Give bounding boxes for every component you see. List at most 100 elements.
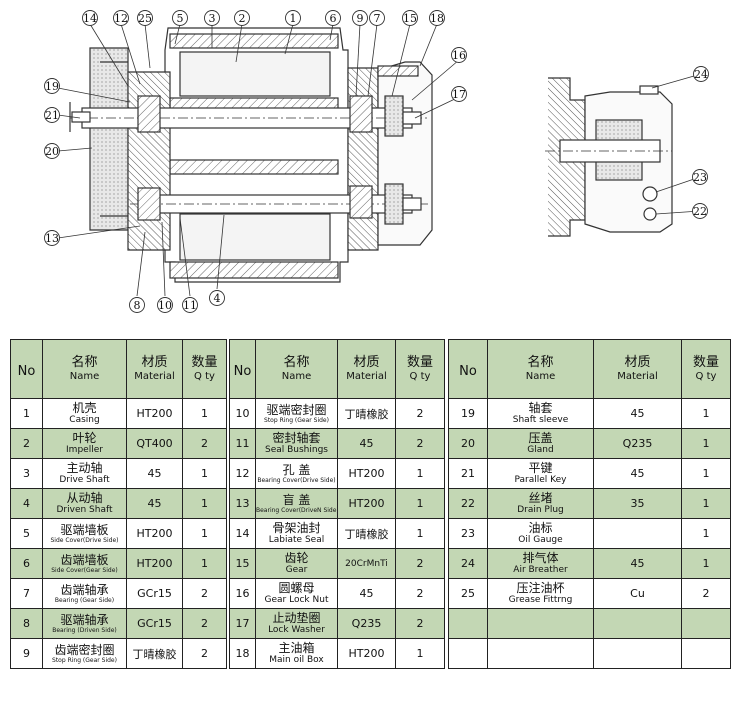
part-qty: 1 [182,548,227,579]
part-name-zh: 齿端密封圈 [54,642,115,657]
part-name-en: Stop Ring (Gear Side) [264,416,329,424]
part-qty: 1 [395,638,445,669]
header-qty-en: Q ty [695,371,717,382]
part-name-zh: 盲 盖 [282,492,311,507]
part-qty: 1 [182,398,227,429]
callout-23: 23 [692,169,708,185]
part-qty: 2 [395,428,445,459]
leader-lines [57,23,702,297]
part-name-zh: 轴套 [528,401,553,415]
callout-6: 6 [325,10,341,26]
part-material: Q235 [337,608,396,639]
header-no-label: No [459,363,477,379]
part-material: 45 [593,398,682,429]
part-material: GCr15 [126,578,183,609]
table-row [448,608,731,639]
part-no: 22 [448,488,488,519]
svg-text:7: 7 [374,12,381,25]
part-name-en: Bearing (Driven Side) [52,626,117,634]
part-qty: 2 [182,608,227,639]
svg-text:4: 4 [214,292,221,305]
callout-9: 9 [352,10,368,26]
part-no: 14 [229,518,256,549]
part-name-zh: 驱端轴承 [60,612,109,627]
part-no: 2 [10,428,43,459]
header-no: No [10,339,43,399]
part-name-en: Air Breather [513,565,568,575]
part-name-en: Gear [285,565,308,575]
header-material-en: Material [346,371,387,382]
callout-14: 14 [82,10,98,26]
callout-19: 19 [44,78,60,94]
header-name-en: Name [525,371,556,382]
part-qty: 1 [395,458,445,489]
part-no [448,608,488,639]
part-name-zh: 排气体 [522,551,559,565]
part-name-zh: 机壳 [72,401,97,415]
callout-4: 4 [209,290,225,306]
part-name-en: Seal Bushings [264,445,328,455]
part-qty: 1 [681,518,731,549]
part-name-en: Bearing (Gear Side) [54,596,115,604]
part-material: Q235 [593,428,682,459]
part-no: 10 [229,398,256,429]
part-name-zh: 驱端密封圈 [266,402,327,417]
part-qty: 2 [182,578,227,609]
svg-text:21: 21 [45,109,59,122]
part-name-zh: 从动轴 [66,491,103,505]
part-material: 丁晴橡胶 [126,638,183,669]
callout-24: 24 [693,66,709,82]
header-name-zh: 名称 [283,355,310,370]
part-material: HT200 [126,518,183,549]
part-qty: 1 [681,428,731,459]
part-qty [681,608,731,639]
part-material: HT200 [337,638,396,669]
header-material-zh: 材质 [353,355,380,370]
part-no: 11 [229,428,256,459]
part-material: 45 [126,458,183,489]
part-name-en: Gland [527,445,554,455]
part-name-en: Drive Shaft [59,475,110,485]
header-qty-en: Q ty [194,371,215,382]
part-name-en: Main oil Box [269,655,324,665]
part-no: 1 [10,398,43,429]
part-no: 3 [10,458,43,489]
svg-text:24: 24 [694,68,708,81]
oil-box-detail-view [545,77,673,237]
part-material: 丁晴橡胶 [337,398,396,429]
part-material: 45 [126,488,183,519]
part-no: 19 [448,398,488,429]
part-name-en: Drain Plug [517,505,564,515]
part-no: 24 [448,548,488,579]
header-material-en: Material [617,371,658,382]
part-name-en: Lock Washer [268,625,325,635]
part-name-en: Bearing Cover(DriveN Side) [256,506,338,514]
